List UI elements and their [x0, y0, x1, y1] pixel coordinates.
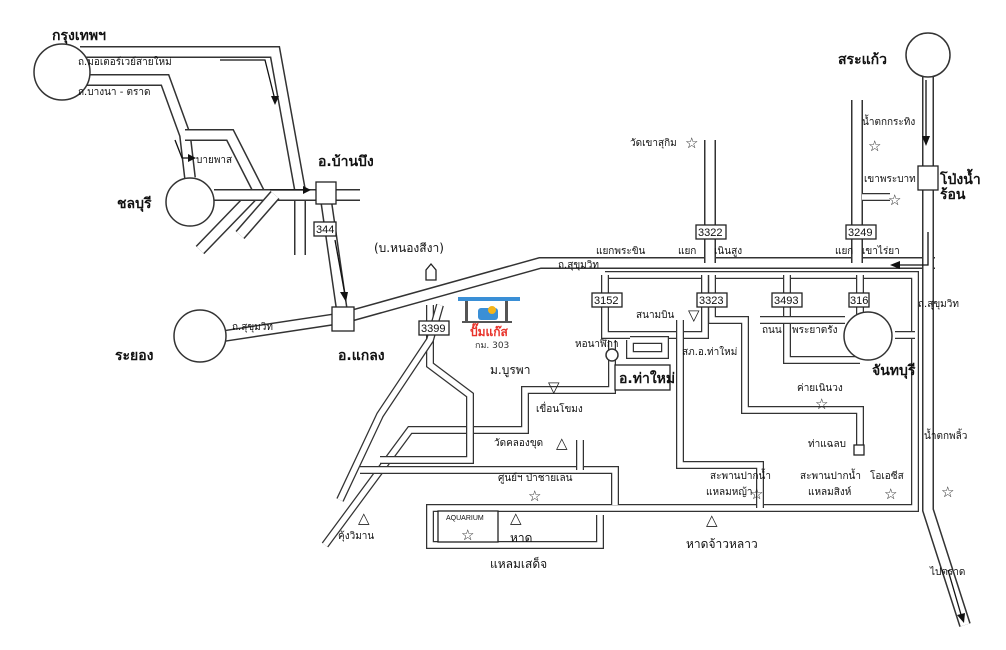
- arrow-icon: [898, 232, 929, 266]
- gas-station-logo: ปั๊มแก๊ส กม. 303: [458, 297, 520, 351]
- label-phraya-trang: พระยาตรัง: [792, 325, 838, 336]
- triangle-icon: △: [358, 509, 370, 527]
- label-namtok-krathing: น้ำตกกระทิง: [862, 114, 915, 128]
- triangle-icon: △: [556, 434, 568, 452]
- label-thanon: ถนน: [762, 325, 782, 336]
- triangle-icon: △: [510, 509, 522, 527]
- label-to-trat: ไปตราด: [929, 566, 965, 578]
- label-oasis: โอเอซีส: [870, 469, 904, 482]
- tha-chalaep-marker: [853, 444, 865, 456]
- city-bangkok: [33, 43, 91, 101]
- gas-station-label: ปั๊มแก๊ส: [470, 322, 509, 339]
- label-clock-tower: หอนาฬิกา: [575, 338, 619, 350]
- junction-ban-bueng: [315, 181, 337, 205]
- label-police-tha-mai: สภ.อ.ท่าใหม่: [682, 346, 737, 358]
- route-3249: 3249: [848, 227, 872, 239]
- label-sakaeo: สระแก้ว: [838, 52, 887, 68]
- label-bridge2-b: แหลมสิงห์: [808, 486, 851, 498]
- label-khao-phra-bat: เขาพระบาท: [864, 174, 916, 185]
- city-rayong: [173, 309, 227, 363]
- star-icon: ☆: [750, 485, 763, 503]
- route-316: 316: [850, 295, 868, 307]
- road-east-trunk: [922, 75, 971, 627]
- label-airport: สนามบิน: [636, 310, 674, 321]
- route-3493: 3493: [774, 295, 798, 307]
- label-rayong: ระยอง: [115, 348, 154, 364]
- star-icon: ☆: [685, 134, 698, 152]
- label-wat-khao-sukim: วัดเขาสุกิม: [630, 138, 677, 149]
- label-khao-rai-ya: เขาไร่ยา: [862, 245, 900, 257]
- clock-tower-roundabout: [605, 348, 619, 362]
- label-aquarium: AQUARIUM: [446, 515, 484, 522]
- label-sukhumvit-west: ถ.สุขุมวิท: [232, 322, 273, 333]
- label-sukhumvit-east: ถ.สุขุมวิท: [918, 299, 959, 310]
- label-pong-nam-ron-2: ร้อน: [940, 187, 966, 203]
- star-icon: ☆: [941, 483, 954, 501]
- label-bangna-trad: ถ.บางนา - ตราด: [78, 87, 150, 98]
- label-bridge2-a: สะพานปากน้ำ: [800, 468, 861, 482]
- label-pong-nam-ron-1: โป่งน้ำ: [939, 168, 981, 188]
- down-triangle-icon: ▽: [688, 306, 700, 324]
- star-icon: ☆: [868, 137, 881, 155]
- star-icon: ☆: [461, 526, 474, 544]
- route-3152: 3152: [594, 295, 618, 307]
- label-noen-sung: เนินสูง: [714, 246, 742, 257]
- label-yaek-2: แยก: [835, 246, 853, 257]
- label-yaek-1: แยก: [678, 246, 696, 257]
- label-ban-bueng: อ.บ้านบึง: [318, 153, 374, 170]
- route-3322: 3322: [698, 227, 722, 239]
- label-namtok-phlio: น้ำตกพลิ้ว: [924, 428, 967, 442]
- label-tha-chalaep: ท่าแฉลบ: [808, 439, 846, 450]
- label-phrakhin: แยกพระขิน: [596, 246, 646, 257]
- label-khuean-chamong: เขื่อนโขมง: [536, 401, 583, 415]
- star-icon: ☆: [528, 487, 541, 505]
- label-sukhumvit-mid: ถ.สุขุมวิท: [558, 260, 599, 271]
- city-sakaeo: [905, 32, 951, 78]
- label-bridge1-a: สะพานปากน้ำ: [710, 468, 771, 482]
- direction-arrows: [174, 59, 965, 623]
- label-hat-chao-lao: หาดจ้าวหลาว: [686, 537, 758, 551]
- arrow-icon: [220, 59, 276, 101]
- label-laem-sadet: แหลมเสด็จ: [490, 556, 547, 571]
- gas-station-km: กม. 303: [475, 341, 509, 351]
- city-chonburi: [165, 177, 215, 227]
- city-chanthaburi: [843, 311, 893, 361]
- tha-mai-box: [614, 364, 671, 391]
- star-icon: ☆: [884, 485, 897, 503]
- label-wat-khlong-khut: วัดคลองขุด: [494, 438, 543, 449]
- label-hat: หาด: [510, 531, 532, 545]
- arrow-icon: [334, 239, 346, 296]
- label-burapha: ม.บูรพา: [490, 363, 530, 378]
- label-klaeng: อ.แกลง: [338, 348, 385, 364]
- route-3399: 3399: [421, 323, 445, 335]
- route-number-boxes: 344 3399 3152 3322 3323 3493 316 3249: [313, 221, 877, 336]
- label-kung-wiman: คุ้งวิมาน: [338, 530, 374, 542]
- junction-pong-nam-ron: [917, 165, 939, 191]
- label-tha-mai: อ.ท่าใหม่: [619, 369, 675, 387]
- route-344: 344: [316, 224, 334, 236]
- house-icon: [425, 262, 437, 281]
- junction-klaeng: [331, 306, 355, 332]
- label-research-center: ศูนย์ฯ ป่าชายเลน: [498, 472, 573, 484]
- label-motorway: ถ.มอเตอร์เวย์สายใหม่: [78, 56, 172, 68]
- star-icon: ☆: [815, 395, 828, 413]
- label-chanthaburi: จันทบุรี: [872, 363, 916, 379]
- route-3323: 3323: [699, 295, 723, 307]
- label-bangkok: กรุงเทพฯ: [52, 28, 106, 44]
- label-chonburi: ชลบุรี: [117, 196, 152, 212]
- label-nong-sing: (บ.หนองสีงา): [374, 241, 444, 255]
- triangle-icon: △: [706, 511, 718, 529]
- aquarium-box: [437, 510, 499, 543]
- star-icon: ☆: [888, 191, 901, 209]
- arrow-icon: [174, 139, 190, 159]
- arrow-icon: [947, 569, 963, 619]
- down-triangle-icon: ▽: [548, 378, 560, 396]
- label-bypass: บายพาส: [196, 155, 232, 166]
- label-khai-noen-wong: ค่ายเนินวง: [797, 383, 843, 394]
- label-bridge1-b: แหลมหญ้า: [706, 486, 752, 498]
